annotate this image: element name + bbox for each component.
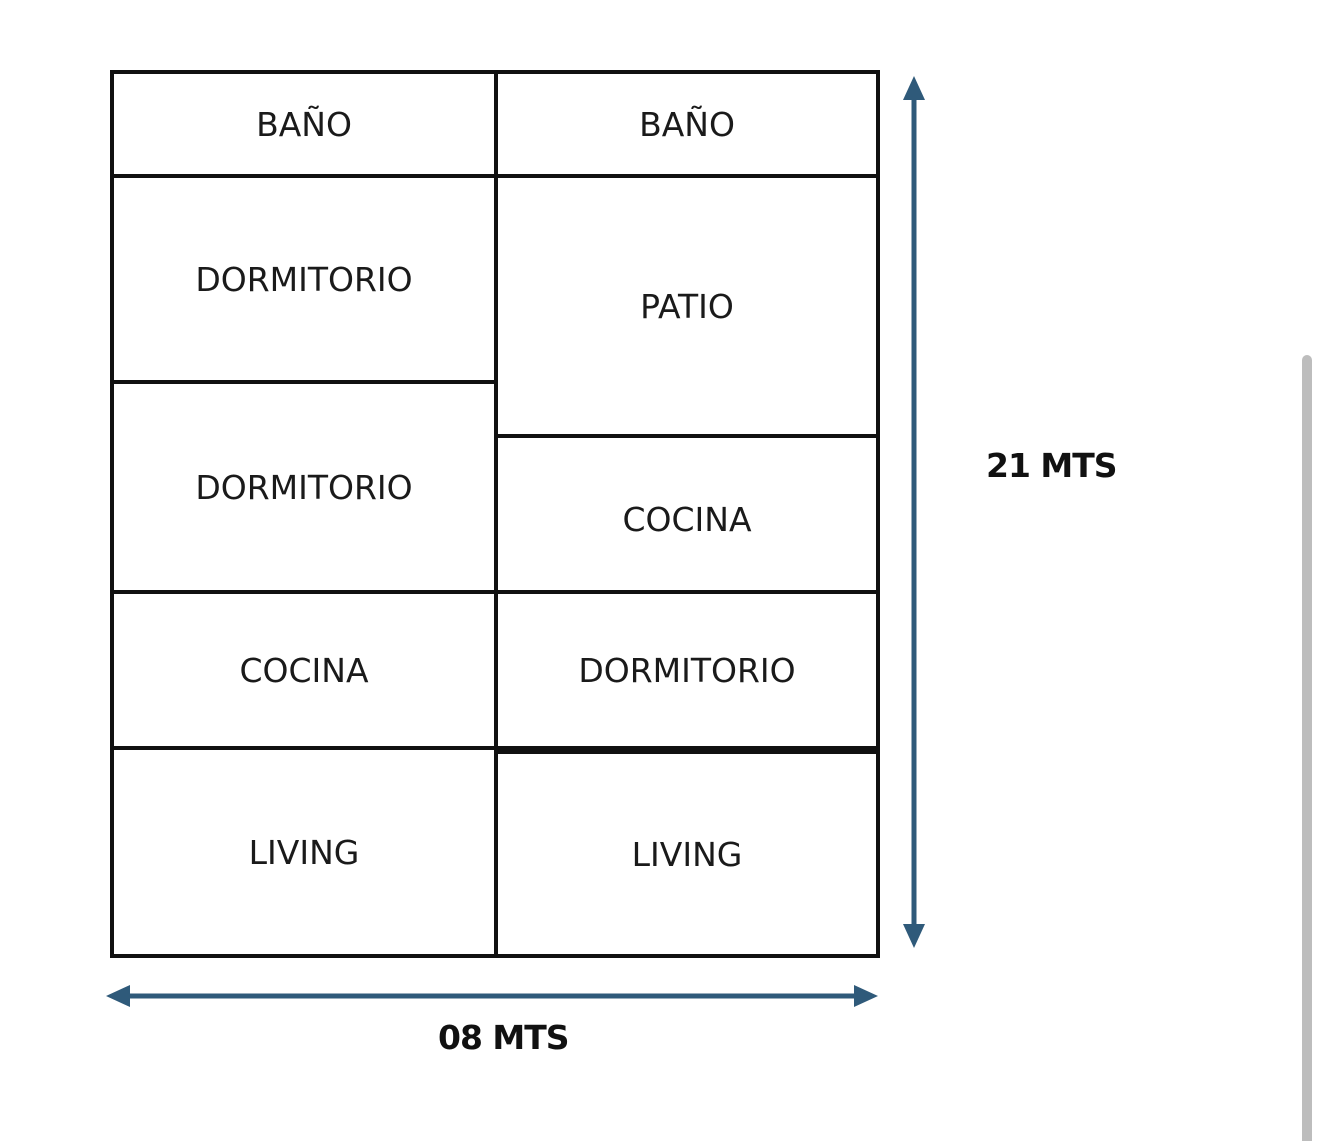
room-right-dormitorio: DORMITORIO (494, 590, 880, 750)
height-arrow (903, 76, 925, 948)
room-right-cocina: COCINA (494, 434, 880, 594)
height-dimension-label: 21 MTS (986, 446, 1118, 485)
room-left-bano: BAÑO (110, 70, 498, 178)
room-left-cocina: COCINA (110, 590, 498, 750)
room-label: LIVING (248, 832, 360, 872)
room-right-patio: PATIO (494, 174, 880, 438)
room-right-bano: BAÑO (494, 70, 880, 178)
room-label: COCINA (239, 650, 369, 690)
room-left-living: LIVING (110, 746, 498, 958)
room-left-dormitorio-1: DORMITORIO (110, 174, 498, 384)
room-label: DORMITORIO (195, 467, 413, 507)
room-label: DORMITORIO (578, 650, 796, 690)
width-dimension-label: 08 MTS (438, 1018, 570, 1057)
vertical-scrollbar[interactable] (1302, 355, 1312, 1141)
room-label: BAÑO (639, 104, 735, 144)
room-label: COCINA (622, 499, 752, 539)
room-label: LIVING (631, 834, 743, 874)
room-label: PATIO (640, 286, 734, 326)
width-arrow (106, 985, 878, 1007)
room-right-living: LIVING (494, 750, 880, 958)
room-left-dormitorio-2: DORMITORIO (110, 380, 498, 594)
room-label: DORMITORIO (195, 259, 413, 299)
floor-plan: BAÑO DORMITORIO DORMITORIO COCINA LIVING… (110, 70, 880, 958)
room-label: BAÑO (256, 104, 352, 144)
